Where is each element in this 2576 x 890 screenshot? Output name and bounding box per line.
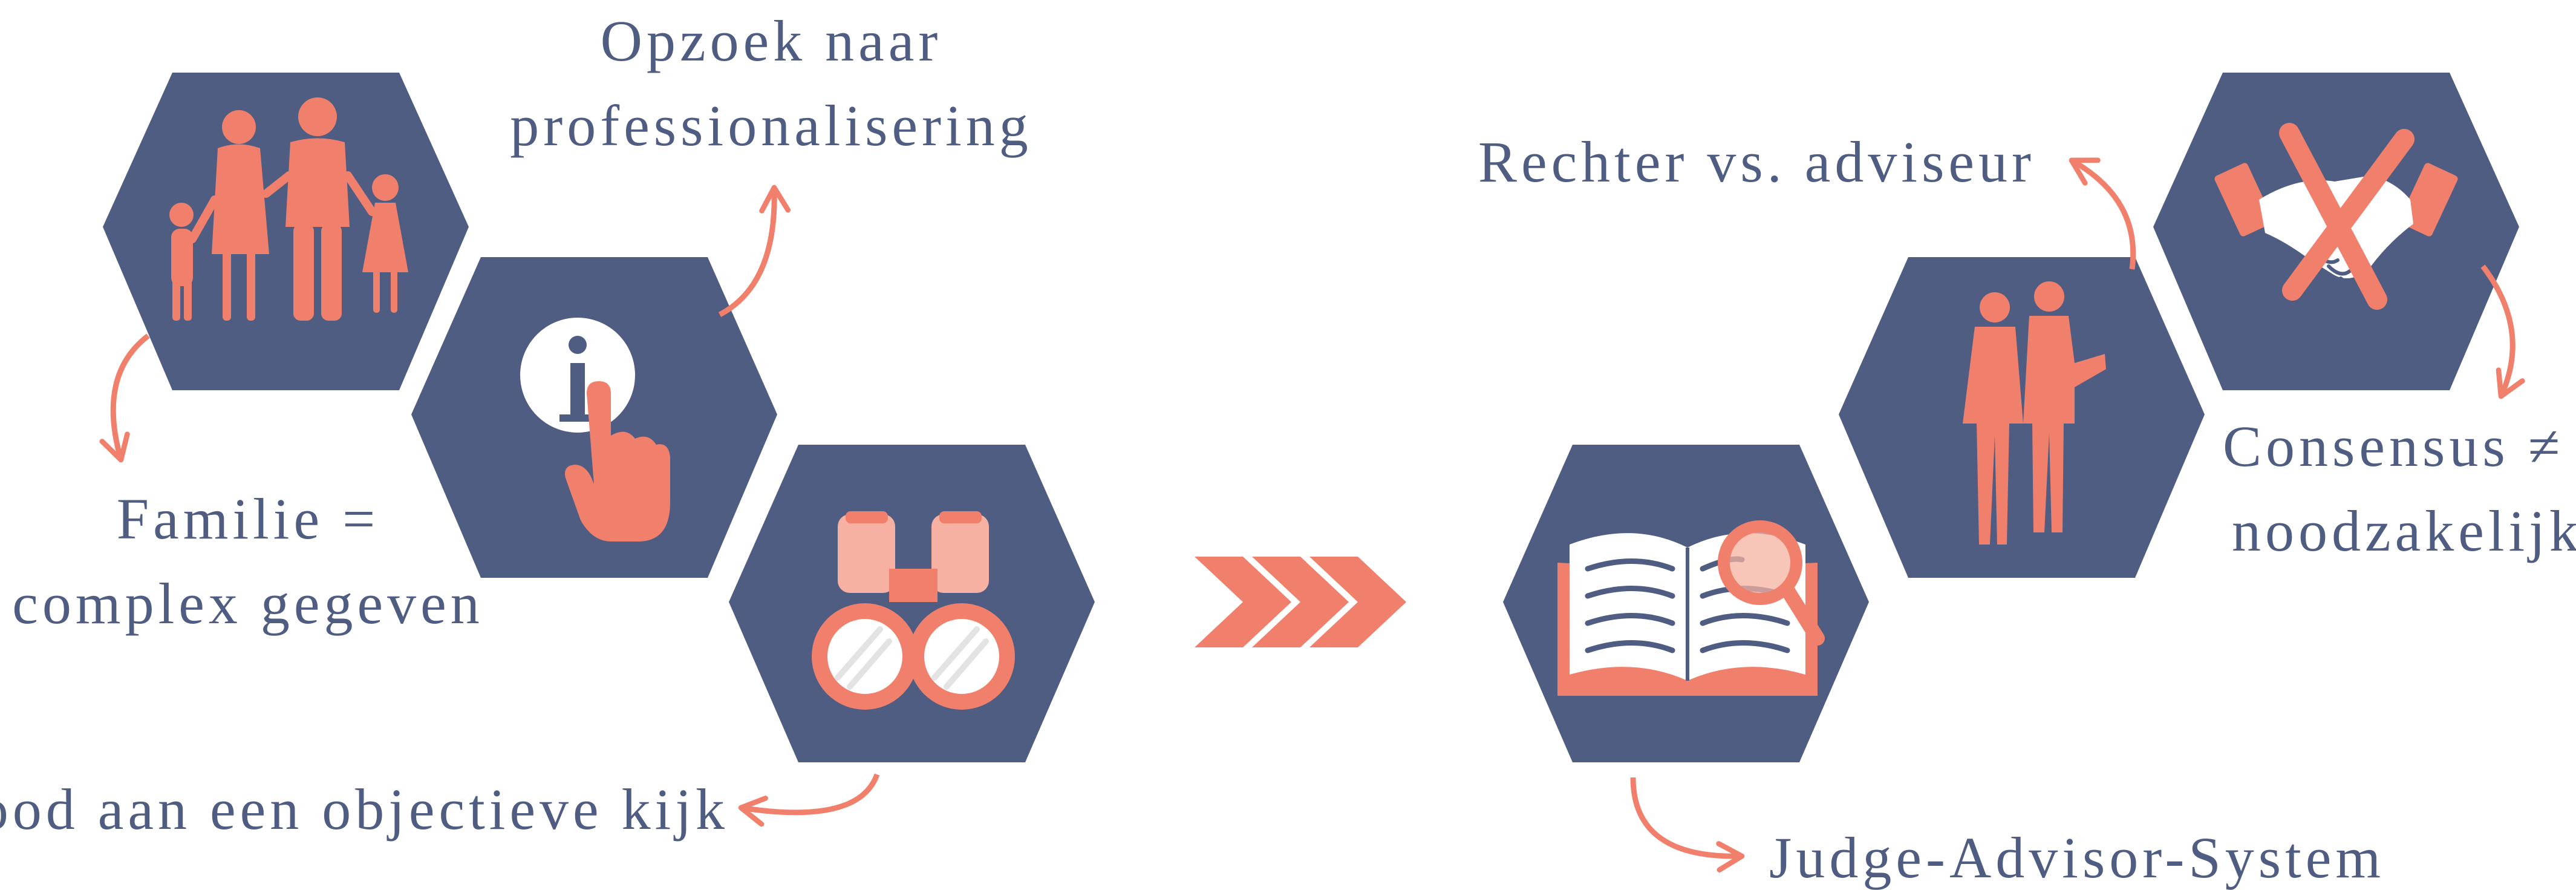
arrow-family-to-label — [113, 336, 148, 460]
hexagon-info — [411, 257, 777, 578]
arrow-two-men-to-label — [2072, 160, 2133, 269]
hexagon-shape — [729, 445, 1095, 762]
hexagon-no-handshake — [2153, 73, 2519, 390]
label-family-line2: complex gegeven — [12, 571, 483, 636]
arrow-binoculars-to-label — [741, 774, 877, 813]
label-judge-advisor: Rechter vs. adviseur — [1478, 129, 2035, 194]
arrow-info-to-search — [720, 188, 774, 315]
hexagon-book — [1503, 445, 1869, 762]
hexagon-two-men — [1839, 257, 2205, 578]
label-family-line1: Familie = — [117, 486, 379, 551]
hexagon-shape — [103, 73, 469, 390]
book-magnifier-icon — [1557, 526, 1818, 696]
hexagon-binoculars — [729, 445, 1095, 762]
label-consensus-line2: noodzakelijk — [2232, 499, 2576, 563]
triple-chevron-icon — [1195, 557, 1406, 647]
label-search-line1: Opzoek naar — [601, 8, 942, 73]
label-judge-advisor-system: Judge-Advisor-System — [1769, 825, 2385, 890]
hexagon-family — [103, 73, 469, 390]
label-search-line2: professionalisering — [510, 93, 1032, 158]
arrow-book-to-label — [1633, 777, 1742, 856]
label-consensus-line1: Consensus ≠ — [2223, 414, 2564, 479]
label-objective: Nood aan een objectieve kijk — [0, 777, 729, 842]
